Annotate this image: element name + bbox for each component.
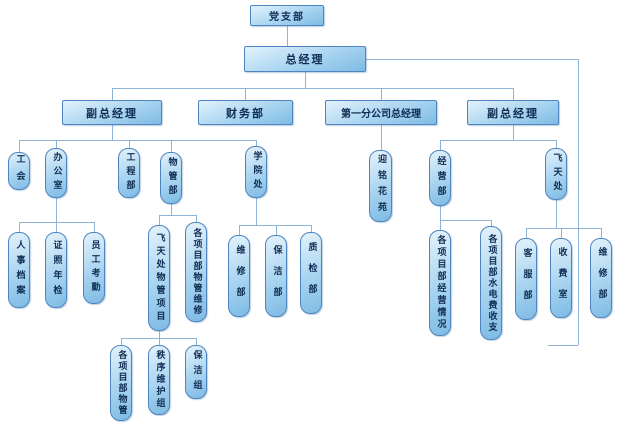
node-quality-dept: 质检部 bbox=[300, 232, 322, 314]
connector bbox=[256, 198, 257, 225]
connector bbox=[19, 140, 256, 141]
connector bbox=[159, 215, 196, 216]
connector bbox=[276, 225, 277, 235]
connector bbox=[159, 215, 160, 225]
connector bbox=[94, 222, 95, 232]
node-cleaning-dept: 保洁部 bbox=[265, 235, 287, 317]
node-order-maintenance-team: 秩序维护组 bbox=[148, 345, 170, 415]
connector bbox=[556, 140, 557, 148]
node-deputy-gm-left: 副总经理 bbox=[62, 100, 162, 125]
connector bbox=[56, 222, 57, 232]
connector bbox=[440, 206, 441, 220]
connector bbox=[440, 140, 556, 141]
connector bbox=[196, 338, 197, 345]
connector bbox=[440, 220, 491, 221]
connector bbox=[305, 72, 306, 88]
node-operations-dept: 经营部 bbox=[429, 150, 451, 206]
node-branch1-gm: 第一分公司总经理 bbox=[325, 100, 437, 125]
node-deputy-gm-right: 副总经理 bbox=[467, 100, 559, 125]
connector bbox=[171, 204, 172, 215]
node-engineering-dept: 工程部 bbox=[118, 148, 140, 198]
connector bbox=[19, 140, 20, 152]
node-license-inspection: 证照年检 bbox=[45, 232, 67, 308]
node-yingming-garden: 迎铭花苑 bbox=[369, 150, 392, 222]
node-maintenance-dept-left: 维修部 bbox=[228, 235, 250, 317]
node-academy-office: 学院处 bbox=[245, 146, 267, 198]
node-attendance: 员工考勤 bbox=[83, 232, 105, 304]
node-labor-union: 工会 bbox=[8, 152, 30, 190]
connector bbox=[440, 220, 441, 230]
connector bbox=[196, 215, 197, 222]
node-feitian-property-project: 飞天处物管项目 bbox=[148, 225, 170, 331]
connector bbox=[578, 59, 579, 345]
connector bbox=[56, 140, 57, 148]
node-general-manager: 总经理 bbox=[244, 46, 366, 72]
connector bbox=[556, 200, 557, 228]
node-personnel-files: 人事档案 bbox=[8, 232, 30, 308]
connector bbox=[256, 140, 257, 146]
connector bbox=[159, 331, 160, 338]
connector bbox=[239, 225, 240, 235]
node-property-mgmt-dept: 物管部 bbox=[160, 152, 182, 204]
connector bbox=[526, 228, 527, 238]
connector bbox=[381, 88, 382, 100]
connector bbox=[526, 228, 601, 229]
connector bbox=[112, 88, 113, 100]
node-customer-service-dept: 客服部 bbox=[515, 238, 537, 320]
node-project-utility-fees: 各项目部水电费收支 bbox=[480, 226, 502, 340]
connector bbox=[440, 140, 441, 150]
node-party-branch: 党支部 bbox=[250, 5, 324, 26]
node-maintenance-dept-right: 维修部 bbox=[590, 238, 612, 318]
connector bbox=[245, 88, 246, 100]
connector bbox=[513, 125, 514, 140]
node-project-property-maintenance: 各项目部物管维修 bbox=[185, 222, 207, 322]
connector bbox=[19, 222, 20, 232]
connector bbox=[121, 338, 122, 345]
connector bbox=[121, 338, 196, 339]
connector bbox=[561, 228, 562, 238]
connector bbox=[112, 125, 113, 140]
node-cleaning-team: 保洁组 bbox=[185, 345, 207, 399]
connector bbox=[601, 228, 602, 238]
node-project-property: 各项目部物管 bbox=[110, 345, 132, 421]
connector bbox=[287, 26, 288, 46]
connector bbox=[56, 198, 57, 222]
connector bbox=[513, 88, 514, 100]
connector bbox=[548, 345, 578, 346]
connector bbox=[159, 338, 160, 345]
connector bbox=[112, 88, 513, 89]
node-fee-collection-room: 收费室 bbox=[550, 238, 572, 318]
node-feitian-office: 飞天处 bbox=[545, 148, 567, 200]
node-project-operations: 各项目部经营情况 bbox=[429, 230, 451, 336]
connector bbox=[239, 225, 311, 226]
connector bbox=[381, 125, 382, 150]
connector bbox=[129, 140, 130, 148]
connector bbox=[311, 225, 312, 232]
node-office: 办公室 bbox=[45, 148, 67, 198]
connector bbox=[366, 59, 578, 60]
node-finance-dept: 财务部 bbox=[198, 100, 293, 125]
connector bbox=[491, 220, 492, 226]
connector bbox=[171, 140, 172, 152]
